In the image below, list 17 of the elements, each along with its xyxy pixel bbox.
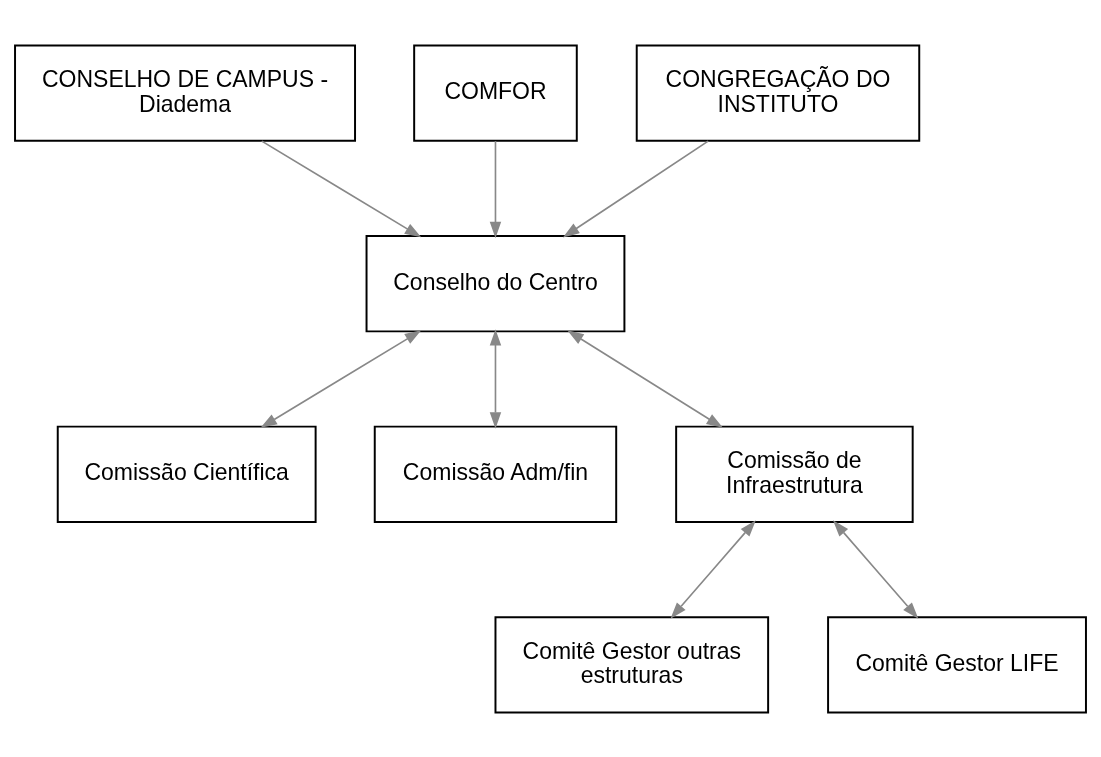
arrow	[489, 328, 502, 429]
node-box: Comissão Científica	[56, 425, 317, 523]
node-box: Comitê Gestor outras estruturas	[494, 615, 770, 713]
arrow	[670, 519, 756, 619]
node-box: CONSELHO DE CAMPUS - Diadema	[14, 44, 357, 142]
node-box: Comitê Gestor LIFE	[827, 615, 1087, 713]
node-box: Comissão Adm/fin	[373, 425, 618, 523]
arrow	[833, 519, 919, 619]
arrow	[260, 139, 422, 237]
arrow	[567, 329, 723, 428]
node-box: Conselho do Centro	[365, 234, 626, 332]
node-box: Comissão de Infraestrutura	[675, 425, 914, 523]
node-box: COMFOR	[413, 44, 578, 142]
arrow	[260, 329, 422, 428]
arrow	[489, 139, 502, 238]
node-box: CONGREGAÇÃO DO INSTITUTO	[635, 44, 921, 142]
arrow	[562, 139, 709, 237]
